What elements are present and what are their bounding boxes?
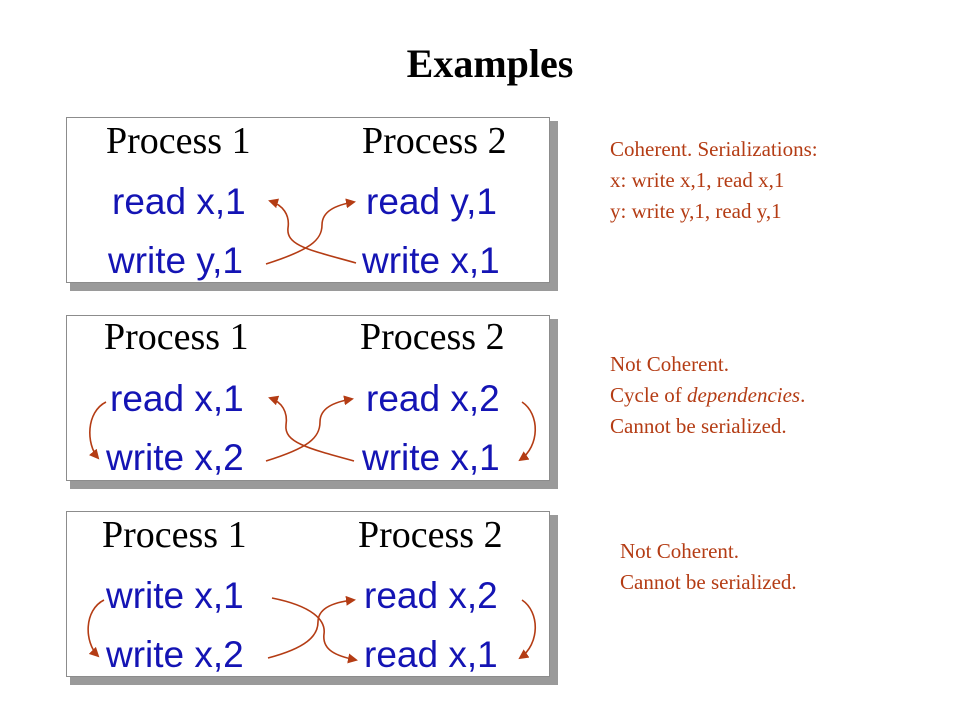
example-1-note-line-1: Coherent. Serializations: (610, 137, 818, 161)
slide-title: Examples (406, 41, 574, 86)
example-3-process-1-op-2: write x,2 (106, 634, 244, 675)
example-2-note-line-2-prefix: Cycle of (610, 383, 687, 407)
example-1-process-2-heading: Process 2 (362, 120, 507, 162)
example-3-process-1-heading: Process 1 (102, 514, 247, 556)
example-1-process-1-op-1: read x,1 (112, 181, 246, 222)
example-2-process-2-op-2: write x,1 (362, 437, 500, 478)
example-2-note-line-3: Cannot be serialized. (610, 414, 787, 438)
example-2-note-line-1: Not Coherent. (610, 352, 729, 376)
example-3-process-2-op-1: read x,2 (364, 575, 498, 616)
example-3-note-line-1: Not Coherent. (620, 539, 739, 563)
example-2-note-line-2-emphasis: dependencies (686, 383, 801, 407)
example-1-note-line-2: x: write x,1, read x,1 (610, 168, 785, 192)
example-3-note: Not Coherent. Cannot be serialized. (620, 536, 797, 598)
example-1-process-2-op-1: read y,1 (366, 181, 497, 222)
example-2-process-1-op-1: read x,1 (110, 378, 244, 419)
example-3-process-1-op-1: write x,1 (106, 575, 244, 616)
example-2-process-1-heading: Process 1 (104, 316, 249, 358)
example-1-note-line-3: y: write y,1, read y,1 (610, 199, 782, 223)
example-3-note-line-2: Cannot be serialized. (620, 570, 797, 594)
example-1-note: Coherent. Serializations: x: write x,1, … (610, 134, 818, 227)
example-2-note-line-2-suffix: . (800, 383, 806, 407)
example-2-note: Not Coherent. Cycle of dependencies. Can… (610, 349, 805, 442)
example-1-process-1-heading: Process 1 (106, 120, 251, 162)
example-1-process-2-op-2: write x,1 (362, 240, 500, 281)
example-2-note-line-2: Cycle of dependencies. (610, 380, 805, 411)
example-3-process-2-heading: Process 2 (358, 514, 503, 556)
example-2-process-1-op-2: write x,2 (106, 437, 244, 478)
example-3-process-2-op-2: read x,1 (364, 634, 498, 675)
example-1-process-1-op-2: write y,1 (108, 240, 244, 281)
example-2-process-2-op-1: read x,2 (366, 378, 500, 419)
example-2-process-2-heading: Process 2 (360, 316, 505, 358)
